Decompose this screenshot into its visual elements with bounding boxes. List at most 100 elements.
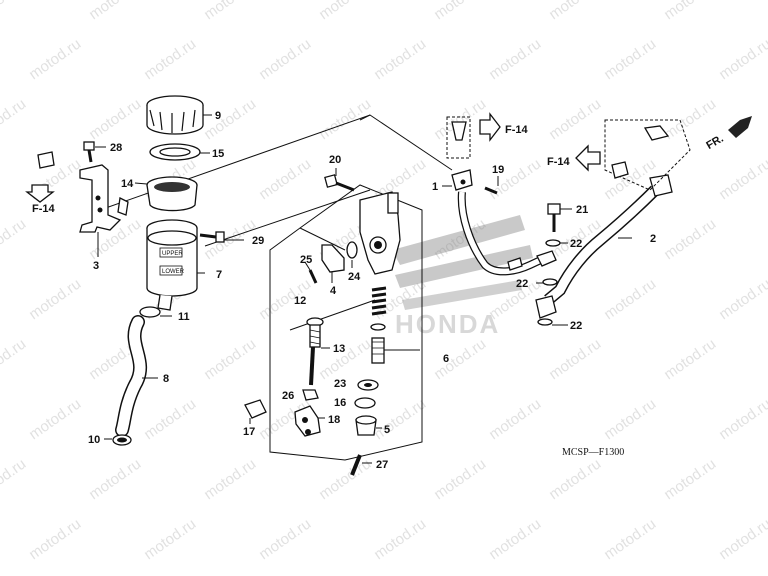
watermark-text: motod.ru [371, 515, 429, 563]
reservoir-cap [146, 95, 212, 135]
screw-25 [304, 261, 318, 284]
watermark-text: motod.ru [716, 515, 768, 563]
boot-5 [355, 415, 382, 436]
callout-18: 18 [328, 414, 340, 426]
watermark-text: motod.ru [201, 215, 259, 263]
watermark-text: motod.ru [546, 0, 604, 23]
f14-detail-right [575, 119, 691, 191]
washer-24 [346, 241, 358, 268]
callout-23: 23 [334, 378, 346, 390]
watermark-text: motod.ru [141, 395, 199, 443]
callout-14: 14 [121, 178, 134, 190]
watermark-text: motod.ru [601, 515, 659, 563]
reservoir-upper-mark: UPPER [162, 251, 183, 257]
watermark-text: motod.ru [256, 515, 314, 563]
callout-24: 24 [348, 271, 361, 283]
master-cylinder-body [359, 191, 401, 275]
callout-20: 20 [329, 154, 341, 166]
callout-21: 21 [576, 204, 588, 216]
assembly-frames [99, 114, 453, 461]
callout-labels: 9 28 15 14 29 7 3 11 8 10 20 1 19 21 22 … [88, 110, 656, 471]
bolt-19 [484, 176, 499, 195]
watermark-text: motod.ru [661, 95, 719, 143]
watermark-text: motod.ru [256, 155, 314, 203]
callout-29: 29 [252, 235, 264, 247]
watermark-text: motod.ru [0, 95, 29, 143]
circlip-16 [354, 397, 376, 409]
watermark-text: motod.ru [431, 455, 489, 503]
front-direction-arrow [728, 116, 752, 138]
brand-watermark: HONDA [395, 309, 500, 339]
reservoir-bracket [79, 164, 129, 257]
watermark-text: motod.ru [141, 515, 199, 563]
callout-26: 26 [282, 390, 294, 402]
callout-13: 13 [333, 343, 345, 355]
nut-26 [302, 389, 319, 401]
reservoir-hose [104, 306, 172, 446]
watermark-text: motod.ru [486, 395, 544, 443]
watermark-text: motod.ru [0, 335, 29, 383]
joint-4 [321, 244, 345, 283]
watermark-text: motod.ru [141, 35, 199, 83]
push-rod [306, 317, 330, 386]
watermark-text: motod.ru [716, 275, 768, 323]
watermark-text: motod.ru [86, 0, 144, 23]
callout-6: 6 [443, 353, 449, 365]
callout-17: 17 [243, 426, 255, 438]
watermark-text: motod.ru [661, 335, 719, 383]
callout-9: 9 [215, 110, 221, 122]
watermark-text: motod.ru [371, 395, 429, 443]
callout-22a: 22 [570, 238, 582, 250]
ref-label-top: F-14 [505, 124, 529, 136]
watermark-text: motod.ru [26, 275, 84, 323]
clevis-18 [294, 405, 325, 437]
bolt-20 [324, 168, 355, 192]
watermark-text: motod.ru [256, 35, 314, 83]
honda-wing-watermark: HONDA [392, 215, 533, 339]
watermark-text: motod.ru [26, 395, 84, 443]
watermark-text: motod.ru [486, 515, 544, 563]
reservoir-lower-mark: LOWER [162, 269, 185, 275]
watermark-text: motod.ru [431, 335, 489, 383]
watermark-text: motod.ru [26, 35, 84, 83]
watermark-text: motod.ru [316, 0, 374, 23]
watermark-text: motod.ru [201, 335, 259, 383]
callout-7: 7 [216, 269, 222, 281]
watermark-text: motod.ru [0, 455, 29, 503]
diaphragm [134, 176, 198, 212]
watermark-text: motod.ru [661, 215, 719, 263]
watermark-text: motod.ru [86, 95, 144, 143]
callout-16: 16 [334, 397, 346, 409]
callout-11: 11 [178, 311, 190, 323]
callout-12: 12 [294, 295, 306, 307]
watermark-text: motod.ru [601, 35, 659, 83]
watermark-text: motod.ru [716, 35, 768, 83]
watermark-text: motod.ru [26, 515, 84, 563]
watermark-text: motod.ru [201, 455, 259, 503]
callout-28: 28 [110, 142, 122, 154]
watermark-text: motod.ru [316, 95, 374, 143]
bolt-21 [547, 203, 572, 232]
callout-8: 8 [163, 373, 169, 385]
brake-hose-lower [535, 174, 673, 319]
watermark-text: motod.ru [0, 0, 29, 23]
callout-1: 1 [432, 181, 438, 193]
f14-detail-top [446, 112, 501, 159]
callout-5: 5 [384, 424, 390, 436]
watermark-text: motod.ru [201, 0, 259, 23]
callout-4: 4 [330, 285, 337, 297]
callout-3: 3 [93, 260, 99, 272]
watermark-text: motod.ru [486, 35, 544, 83]
washers-22 [536, 239, 568, 326]
callout-19: 19 [492, 164, 504, 176]
watermark-text: motod.ru [601, 275, 659, 323]
piston-set [370, 286, 420, 364]
watermark-text: motod.ru [661, 455, 719, 503]
watermark-text: motod.ru [601, 395, 659, 443]
watermark-text: motod.ru [546, 95, 604, 143]
bolt-28 [83, 141, 106, 163]
callout-10: 10 [88, 434, 100, 446]
bolt-29 [199, 231, 244, 243]
watermark-text: motod.ru [0, 215, 29, 263]
